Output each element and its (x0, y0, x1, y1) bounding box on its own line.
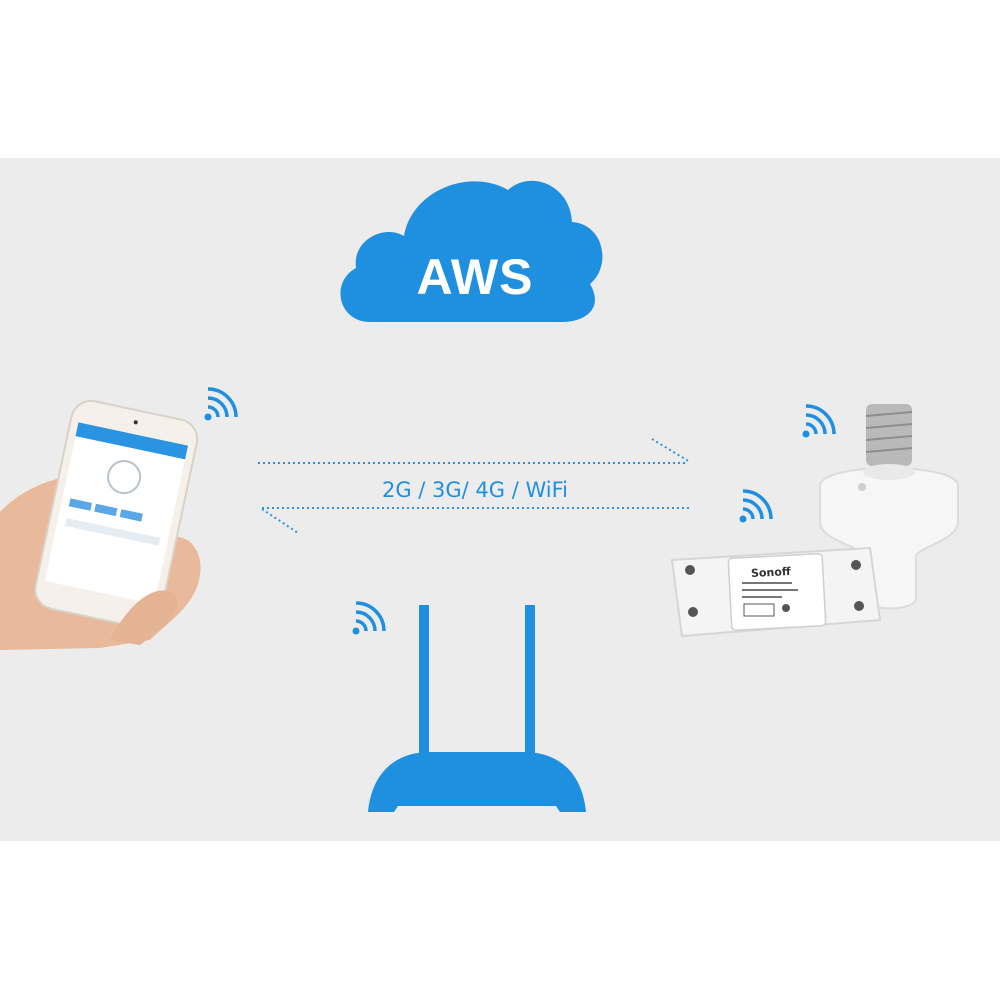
switch-brand-label: Sonoff (750, 564, 792, 581)
arrow-switch-to-phone (261, 507, 692, 534)
wifi-icon (352, 601, 386, 635)
arrow-phone-to-switch (258, 438, 691, 464)
hand-holding-phone (0, 399, 201, 650)
cloud-label: AWS (416, 249, 534, 305)
wifi-icon (739, 489, 773, 523)
smartphone (34, 399, 199, 629)
router-icon (368, 605, 586, 812)
wifi-icon (802, 404, 836, 438)
wifi-icon (204, 387, 238, 421)
cloud-icon (340, 180, 603, 322)
smart-switch (670, 546, 882, 638)
connection-label: 2G / 3G/ 4G / WiFi (381, 478, 569, 502)
lamp-socket (819, 404, 959, 610)
